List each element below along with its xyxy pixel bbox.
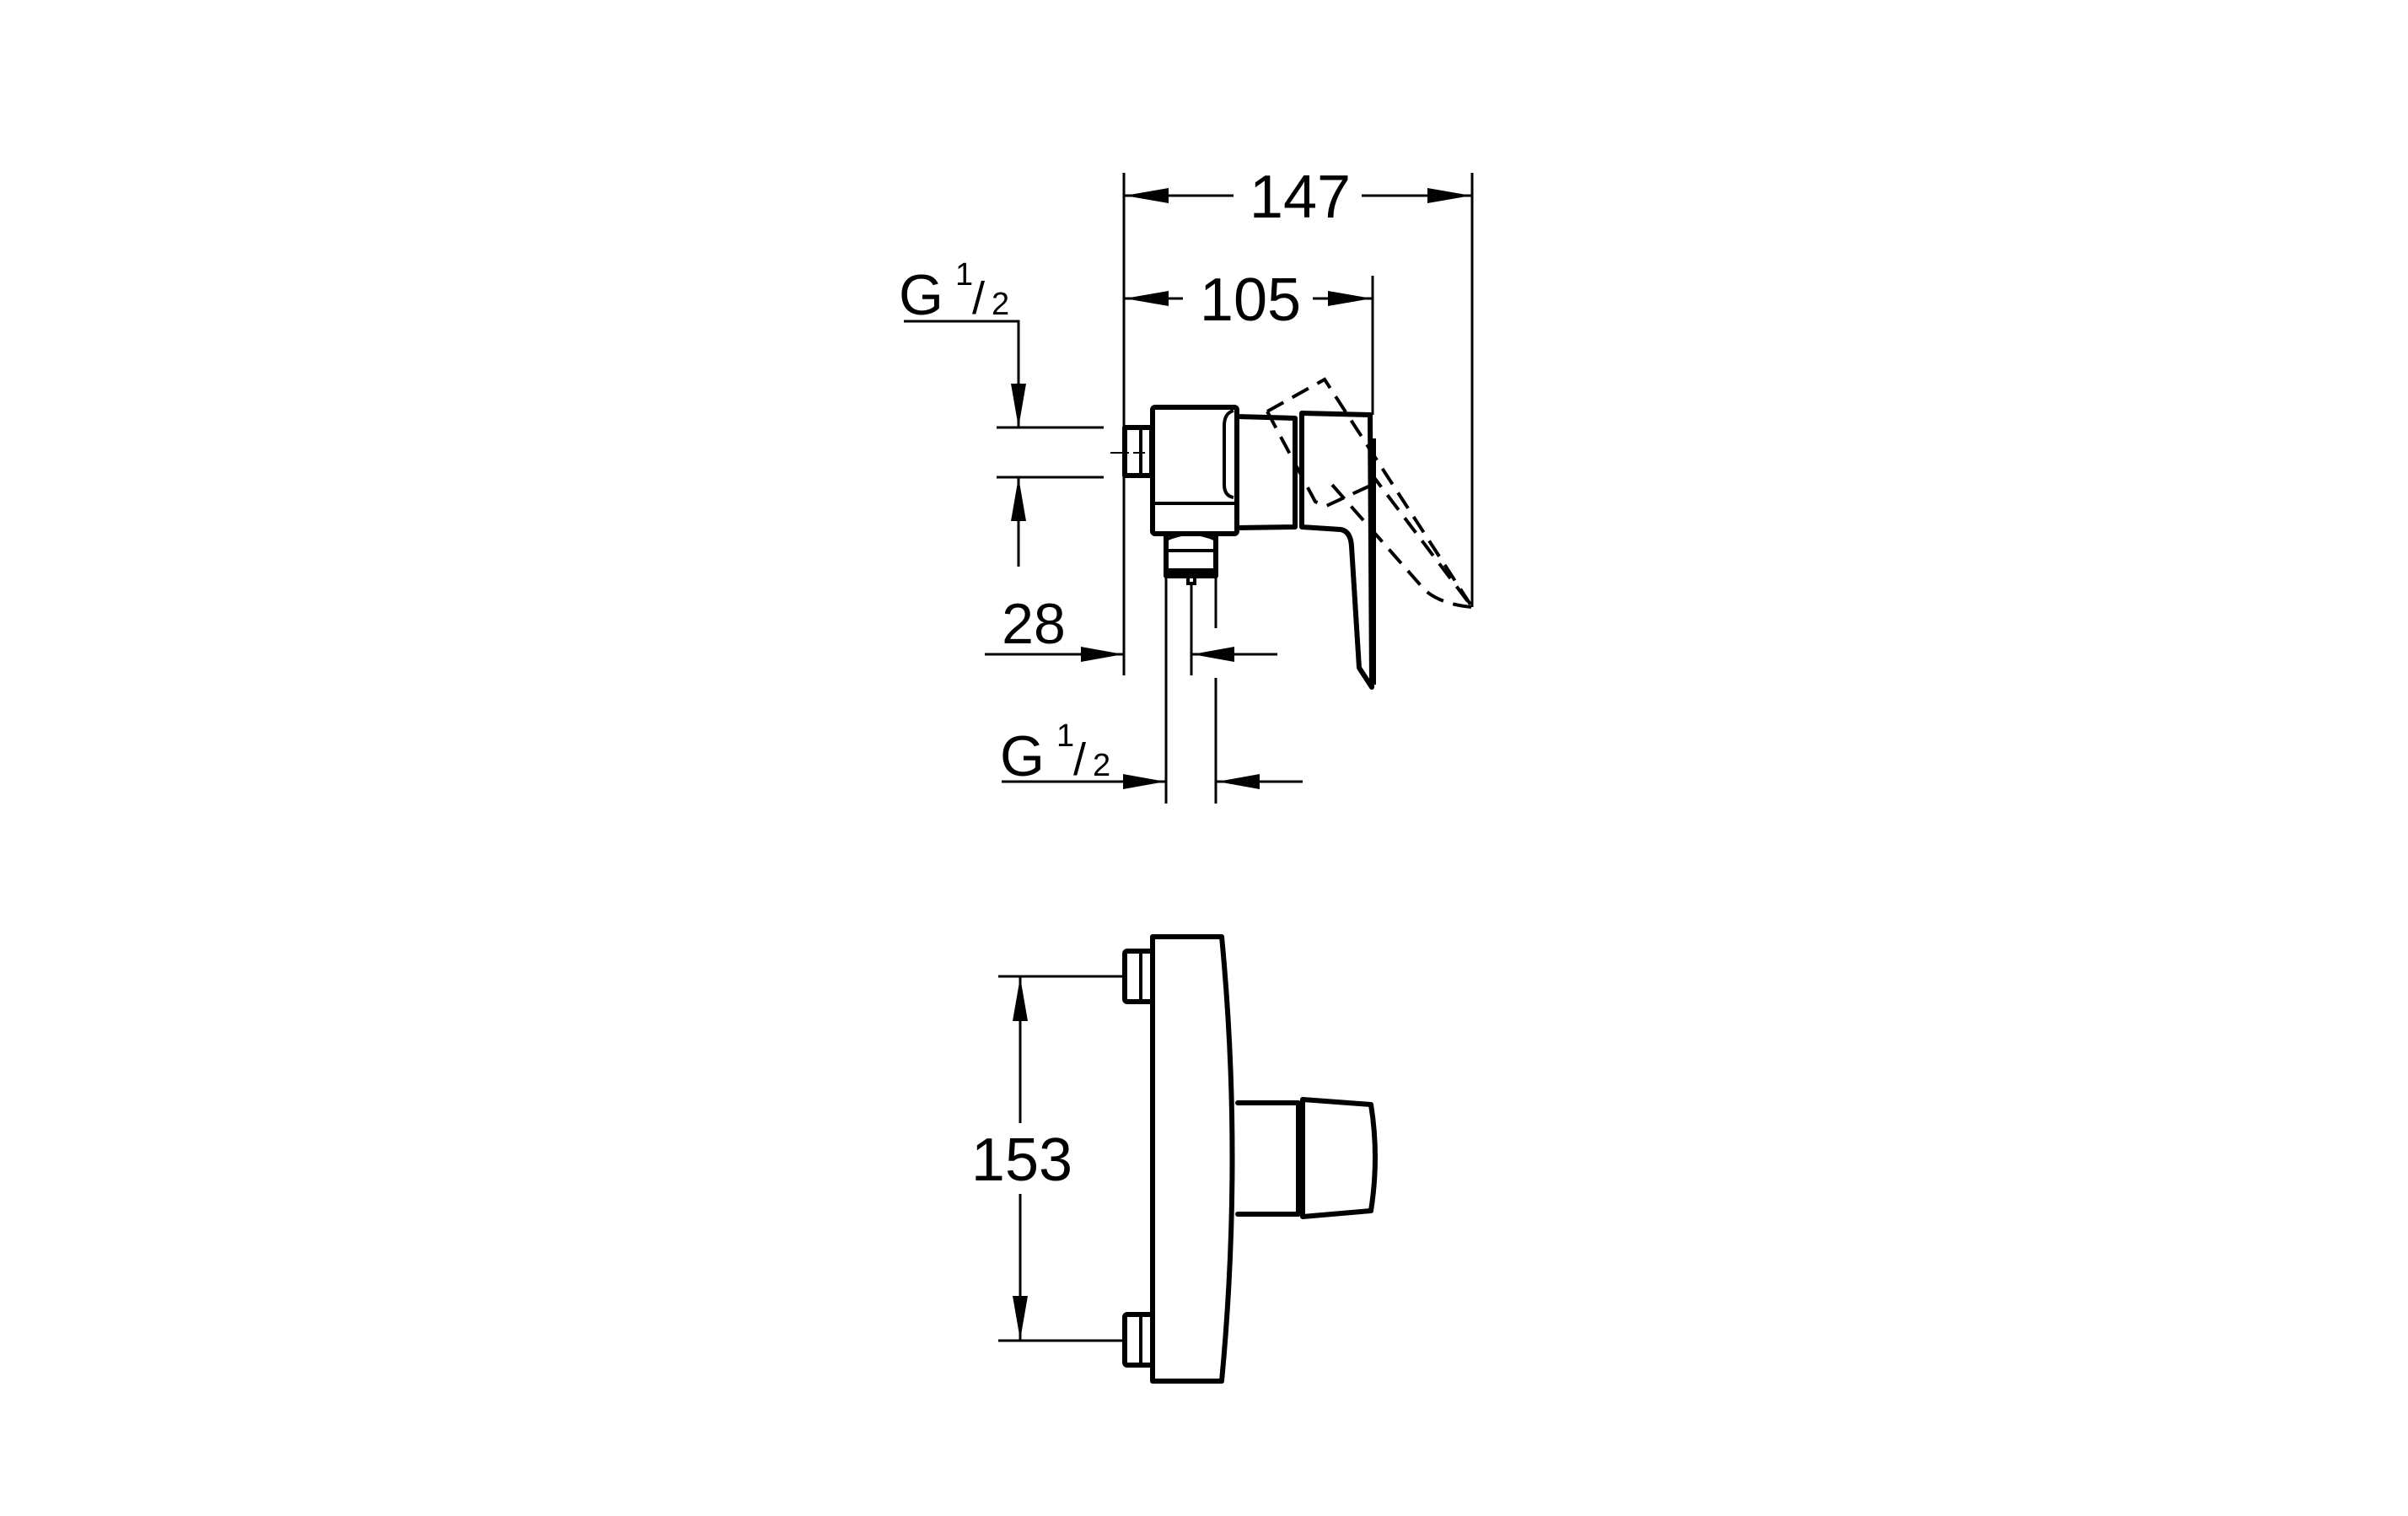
dimension-label-28: 28 [1002,592,1066,656]
lever-handle [1299,411,1376,690]
arrow-right-icon [1328,291,1372,306]
top-connection [1122,949,1155,1004]
thread-prefix: G [899,263,943,327]
outlet-thread-callout: G 1 / 2 [1000,576,1303,804]
arrow-left-icon [1192,647,1234,662]
arrow-right-icon [1081,647,1123,662]
arrow-down-icon [1011,384,1026,427]
inlet-thread-callout: G 1 / 2 [899,257,1104,567]
valve-body [1150,405,1239,536]
thread-slash: / [1073,734,1086,785]
outlet-fitting [1164,531,1218,585]
arrow-right-icon [1427,188,1471,203]
arrow-right-icon [1123,774,1165,789]
thread-denominator: 2 [992,287,1009,322]
dimension-147: 147 [1124,164,1474,607]
mixer-body-front [1150,934,1235,1384]
lever-alt-position [1266,377,1474,609]
dimension-label-147: 147 [1250,164,1351,231]
dimension-label-105: 105 [1200,266,1301,334]
dimension-153: 153 [971,975,1125,1342]
arrow-up-icon [1013,977,1028,1021]
front-view: 153 [971,934,1378,1384]
leader-line [904,320,1020,427]
thread-slash: / [972,273,985,324]
arrow-down-icon [1013,1296,1028,1340]
thread-numerator: 1 [1056,718,1074,754]
handle-front [1300,1097,1378,1219]
dimension-105: 105 [1124,266,1374,415]
cartridge-cylinder [1234,414,1298,530]
thread-numerator: 1 [955,257,973,293]
inlet-fitting [1110,425,1154,478]
dimension-28: 28 [985,584,1277,675]
bottom-connection [1122,1312,1155,1368]
side-view: 147 105 G 1 / 2 [899,164,1474,804]
arrow-left-icon [1217,774,1260,789]
thread-denominator: 2 [1093,748,1110,783]
cartridge-cylinder-front [1235,1100,1301,1217]
arrow-left-icon [1125,291,1169,306]
arrow-left-icon [1125,188,1169,203]
thread-prefix: G [1000,724,1045,788]
arrow-up-icon [1011,477,1026,521]
dimension-label-153: 153 [971,1126,1072,1194]
